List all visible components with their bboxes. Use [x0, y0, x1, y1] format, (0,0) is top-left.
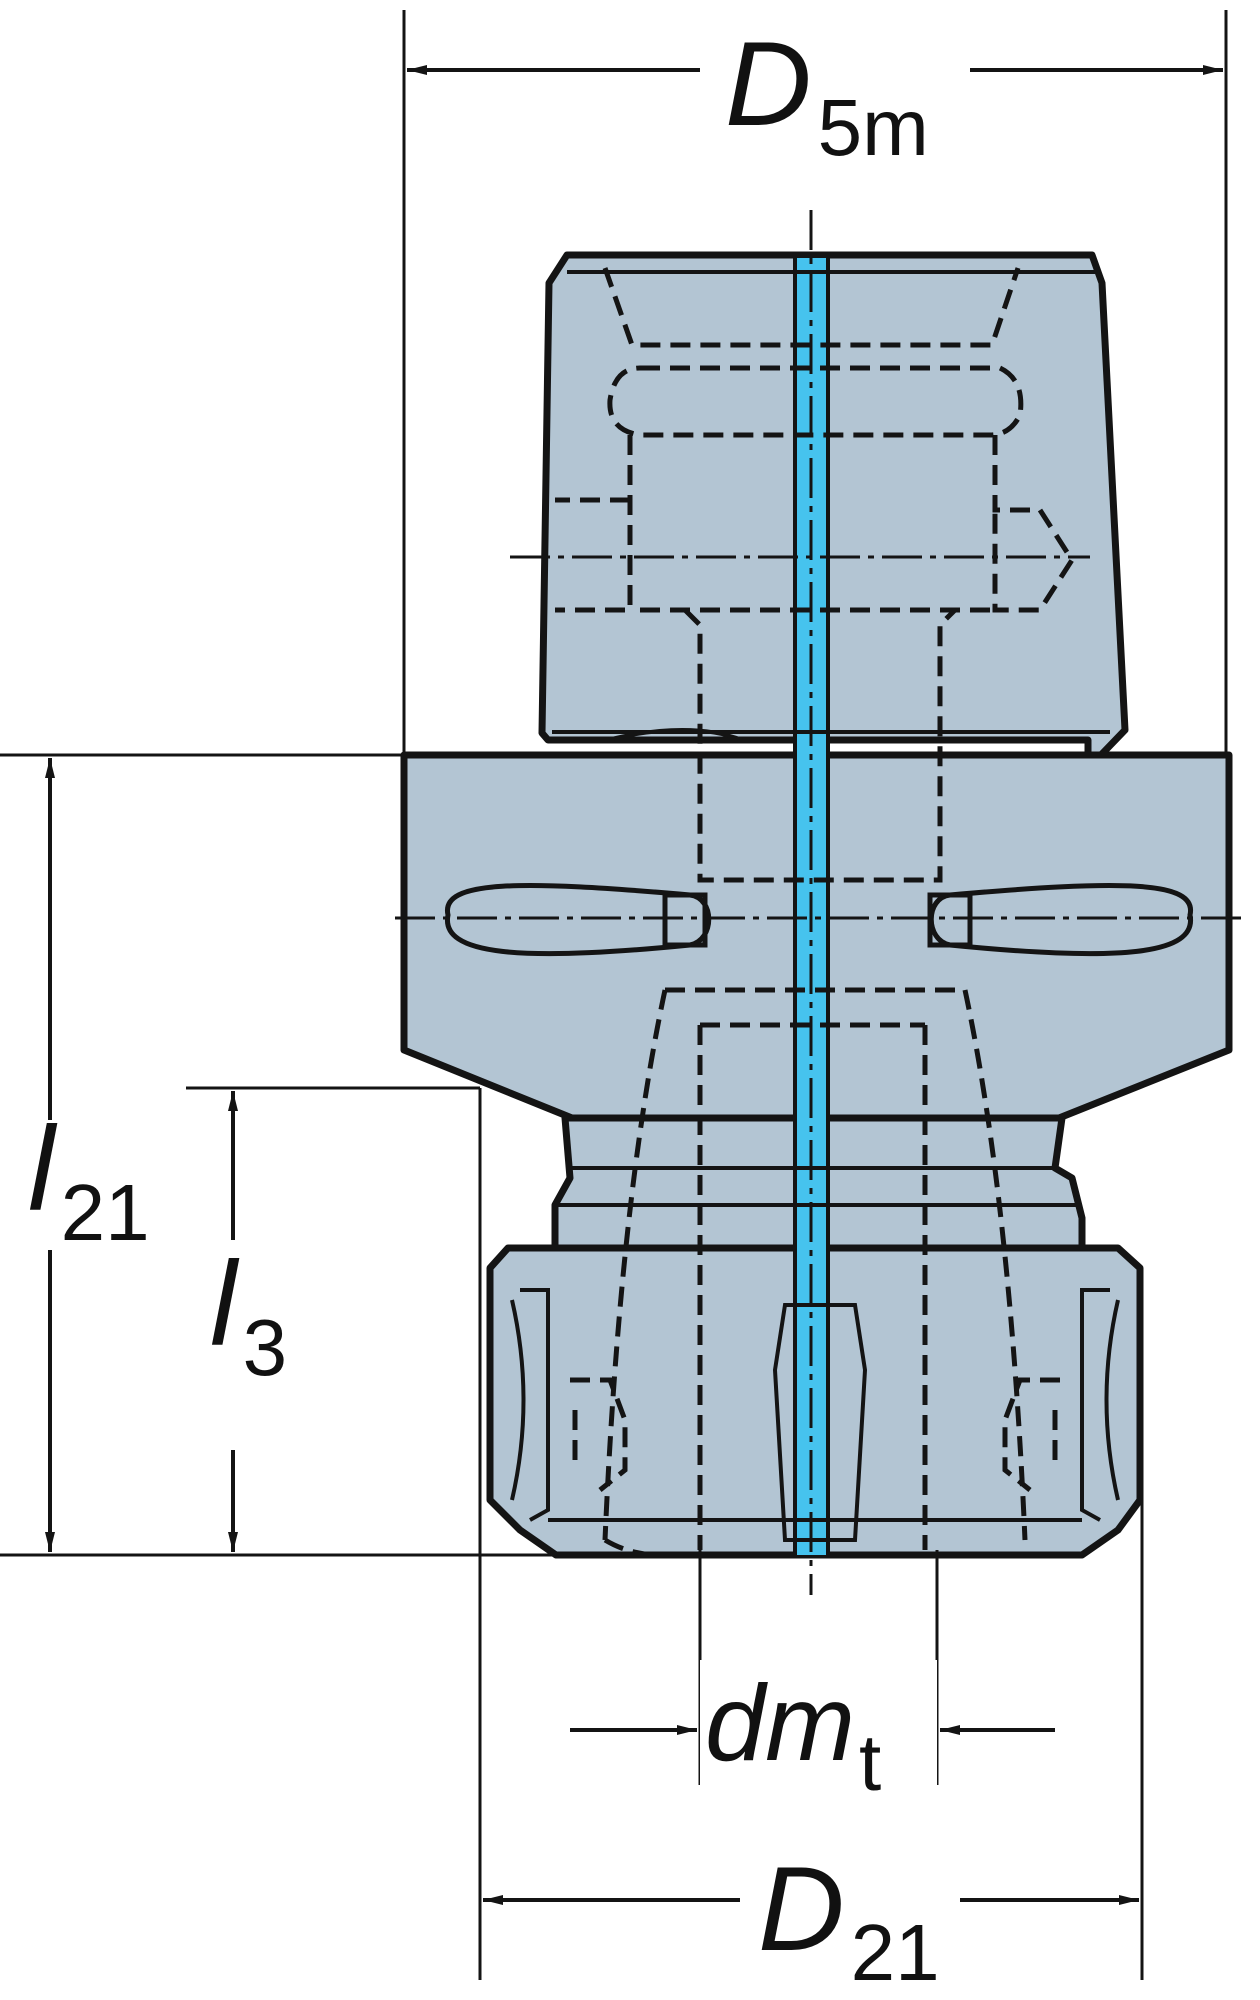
label-D5m: D5m [725, 17, 929, 172]
label-l21: l21 [28, 1102, 150, 1257]
key-slot [772, 1303, 868, 1542]
label-D21: D21 [758, 1842, 940, 1997]
hidden-lines [555, 267, 1075, 1558]
dimension-labels: D5m l21 l3 dmt D21 [20, 17, 970, 1997]
label-dmt: dmt [705, 1662, 881, 1807]
dimension-lines [45, 65, 1223, 1905]
drive-slots [444, 882, 1194, 957]
neck-details [558, 1166, 1080, 1207]
nut-details [510, 1288, 1120, 1542]
center-lines [395, 210, 1245, 1595]
extension-lines [0, 10, 1228, 1980]
drive-slot-left [444, 882, 712, 957]
label-l3: l3 [210, 1237, 287, 1392]
shank-details [552, 270, 1110, 742]
